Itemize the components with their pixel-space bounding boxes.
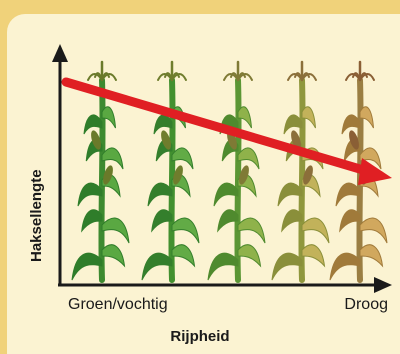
plant-yellowing-3 <box>208 62 265 280</box>
x-axis-arrowhead <box>374 277 392 293</box>
plant-green-2 <box>142 62 199 280</box>
x-start-label: Groen/vochtig <box>68 296 168 314</box>
trend-arrow <box>66 82 392 185</box>
x-axis-label: Rijpheid <box>0 328 400 345</box>
y-axis-arrowhead <box>52 44 68 62</box>
x-end-label: Droog <box>344 296 388 314</box>
plant-yellowing-4 <box>272 62 329 280</box>
y-axis-label: Haksellengte <box>28 169 45 262</box>
